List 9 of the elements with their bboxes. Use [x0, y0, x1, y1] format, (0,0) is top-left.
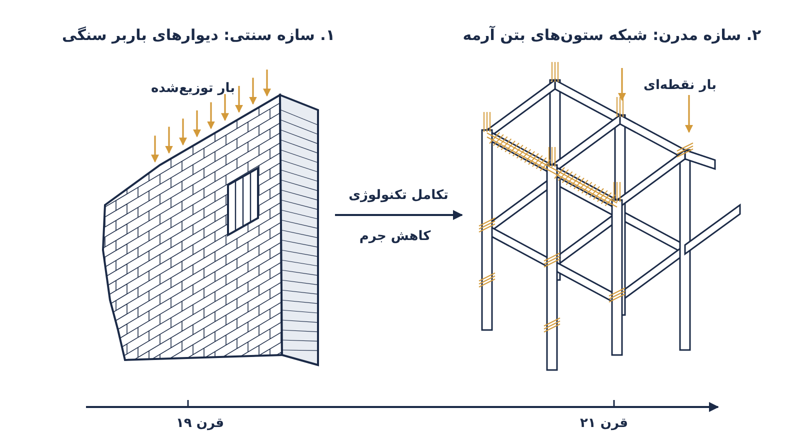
edge-note: کاهش جرم — [359, 229, 431, 244]
heading: ۲. سازه مدرن: شبکه ستون‌های بتن آرمه — [462, 26, 762, 44]
load-label: بار نقطه‌ای — [644, 78, 716, 93]
heading: ۱. سازه سنتی: دیوارهای باربر سنگی — [62, 26, 335, 44]
load-label: بار توزیع‌شده — [150, 81, 236, 96]
arrow — [335, 210, 463, 220]
edge-label: تکامل تکنولوژی — [348, 188, 448, 203]
axis-label: قرن ۱۹ — [176, 416, 224, 431]
axis-label: قرن ۲۱ — [580, 416, 628, 431]
